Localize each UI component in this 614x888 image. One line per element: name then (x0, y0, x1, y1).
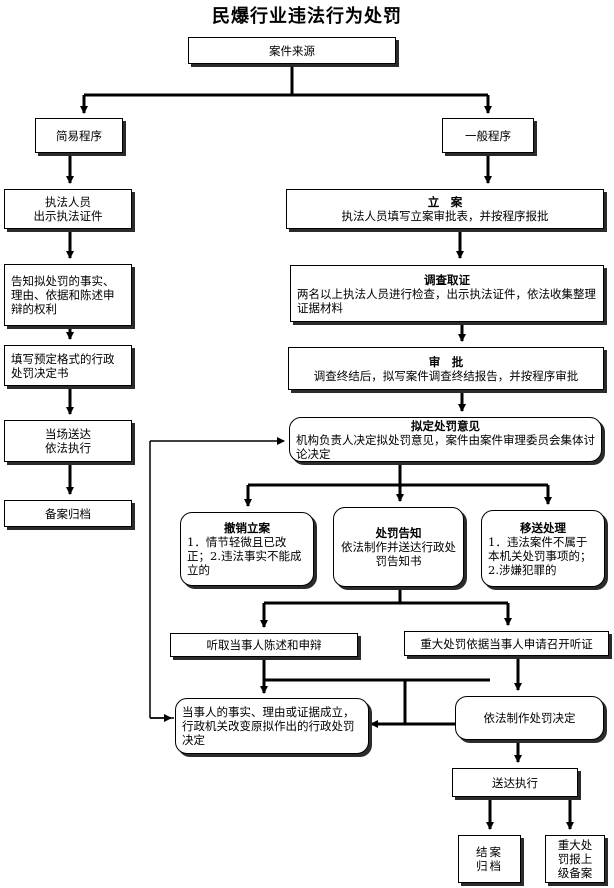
node-transfer: 移送处理 1．违法案件不属于本机关处罚事项的；2.涉嫌犯罪的 (481, 510, 605, 587)
node-proposal: 拟定处罚意见 机构负责人决定拟处罚意见，案件由案件审理委员会集体讨论决定 (289, 417, 602, 462)
node-proposal-body: 机构负责人决定拟处罚意见，案件由案件审理委员会集体讨论决定 (296, 432, 595, 461)
node-close-archive: 结案 归档 (458, 835, 521, 883)
node-hear-statement: 听取当事人陈述和申辩 (170, 633, 358, 657)
node-revoke-filing-body: 1．情节轻微且已改正；2.违法事实不能成立的 (187, 535, 302, 577)
node-major-report-label: 重大处 罚报上 级备案 (557, 838, 593, 880)
node-show-certificate: 执法人员 出示执法证件 (4, 189, 132, 229)
node-penalty-notice: 处罚告知 依法制作并送达行政处罚告知书 (333, 507, 464, 587)
node-deliver-final-label: 送达执行 (492, 775, 538, 790)
node-simple-procedure: 简易程序 (35, 118, 123, 153)
node-proposal-title: 拟定处罚意见 (411, 418, 480, 433)
node-penalty-notice-title: 处罚告知 (375, 526, 422, 540)
node-investigate-title: 调查取证 (424, 272, 470, 287)
node-archive-simple: 备案归档 (4, 500, 132, 527)
node-filing-body: 执法人员填写立案审批表，并按程序报批 (341, 209, 549, 223)
node-transfer-body: 1．违法案件不属于本机关处罚事项的；2.涉嫌犯罪的 (488, 534, 592, 577)
node-review: 审 批 调查终结后，拟写案件调查终结报告，并按程序审批 (288, 347, 604, 390)
node-revoke-filing: 撤销立案 1．情节轻微且已改正；2.违法事实不能成立的 (180, 512, 314, 586)
node-deliver-execute: 当场送达 依法执行 (4, 420, 132, 462)
node-general-procedure-label: 一般程序 (465, 128, 511, 143)
diagram-title: 民爆行业违法行为处罚 (212, 6, 402, 27)
node-show-certificate-label: 执法人员 出示执法证件 (33, 195, 103, 223)
node-change-decision-label: 当事人的事实、理由或证据成立，行政机关改变原拟作出的行政处罚决定 (182, 705, 355, 747)
node-filing-title: 立 案 (427, 195, 463, 209)
node-make-decision-label: 依法制作处罚决定 (483, 711, 576, 725)
node-case-source: 案件来源 (188, 37, 396, 64)
node-major-report: 重大处 罚报上 级备案 (545, 835, 605, 883)
node-deliver-execute-label: 当场送达 依法执行 (45, 427, 91, 455)
node-fill-form: 填写预定格式的行政处罚决定书 (4, 345, 132, 386)
node-review-title: 审 批 (428, 354, 464, 369)
node-transfer-title: 移送处理 (520, 520, 566, 535)
node-change-decision: 当事人的事实、理由或证据成立，行政机关改变原拟作出的行政处罚决定 (175, 698, 369, 754)
node-archive-simple-label: 备案归档 (45, 506, 91, 521)
node-deliver-final: 送达执行 (452, 768, 578, 797)
node-close-archive-label: 结案 归档 (476, 845, 503, 873)
node-investigate: 调查取证 两名以上执法人员进行检查，出示执法证件，依法收集整理证据材料 (290, 265, 604, 322)
node-revoke-filing-title: 撤销立案 (224, 521, 270, 535)
node-notify-rights: 告知拟处罚的事实、理由、依据和陈述申辩的权利 (4, 264, 132, 326)
node-penalty-notice-body: 依法制作并送达行政处罚告知书 (341, 540, 456, 568)
node-review-body: 调查终结后，拟写案件调查终结报告，并按程序审批 (313, 368, 579, 383)
node-hear-statement-label: 听取当事人陈述和申辩 (206, 638, 322, 652)
node-notify-rights-label: 告知拟处罚的事实、理由、依据和陈述申辩的权利 (11, 274, 115, 316)
node-simple-procedure-label: 简易程序 (56, 128, 102, 143)
node-filing: 立 案 执法人员填写立案审批表，并按程序报批 (286, 189, 604, 229)
node-general-procedure: 一般程序 (442, 118, 534, 153)
connectors (66, 64, 574, 830)
node-case-source-label: 案件来源 (269, 43, 315, 58)
node-fill-form-label: 填写预定格式的行政处罚决定书 (11, 351, 115, 380)
node-hearing-label: 重大处罚依据当事人申请召开听证 (420, 636, 593, 651)
node-investigate-body: 两名以上执法人员进行检查，出示执法证件，依法收集整理证据材料 (297, 286, 596, 315)
node-make-decision: 依法制作处罚决定 (455, 696, 604, 740)
node-hearing: 重大处罚依据当事人申请召开听证 (404, 631, 609, 656)
